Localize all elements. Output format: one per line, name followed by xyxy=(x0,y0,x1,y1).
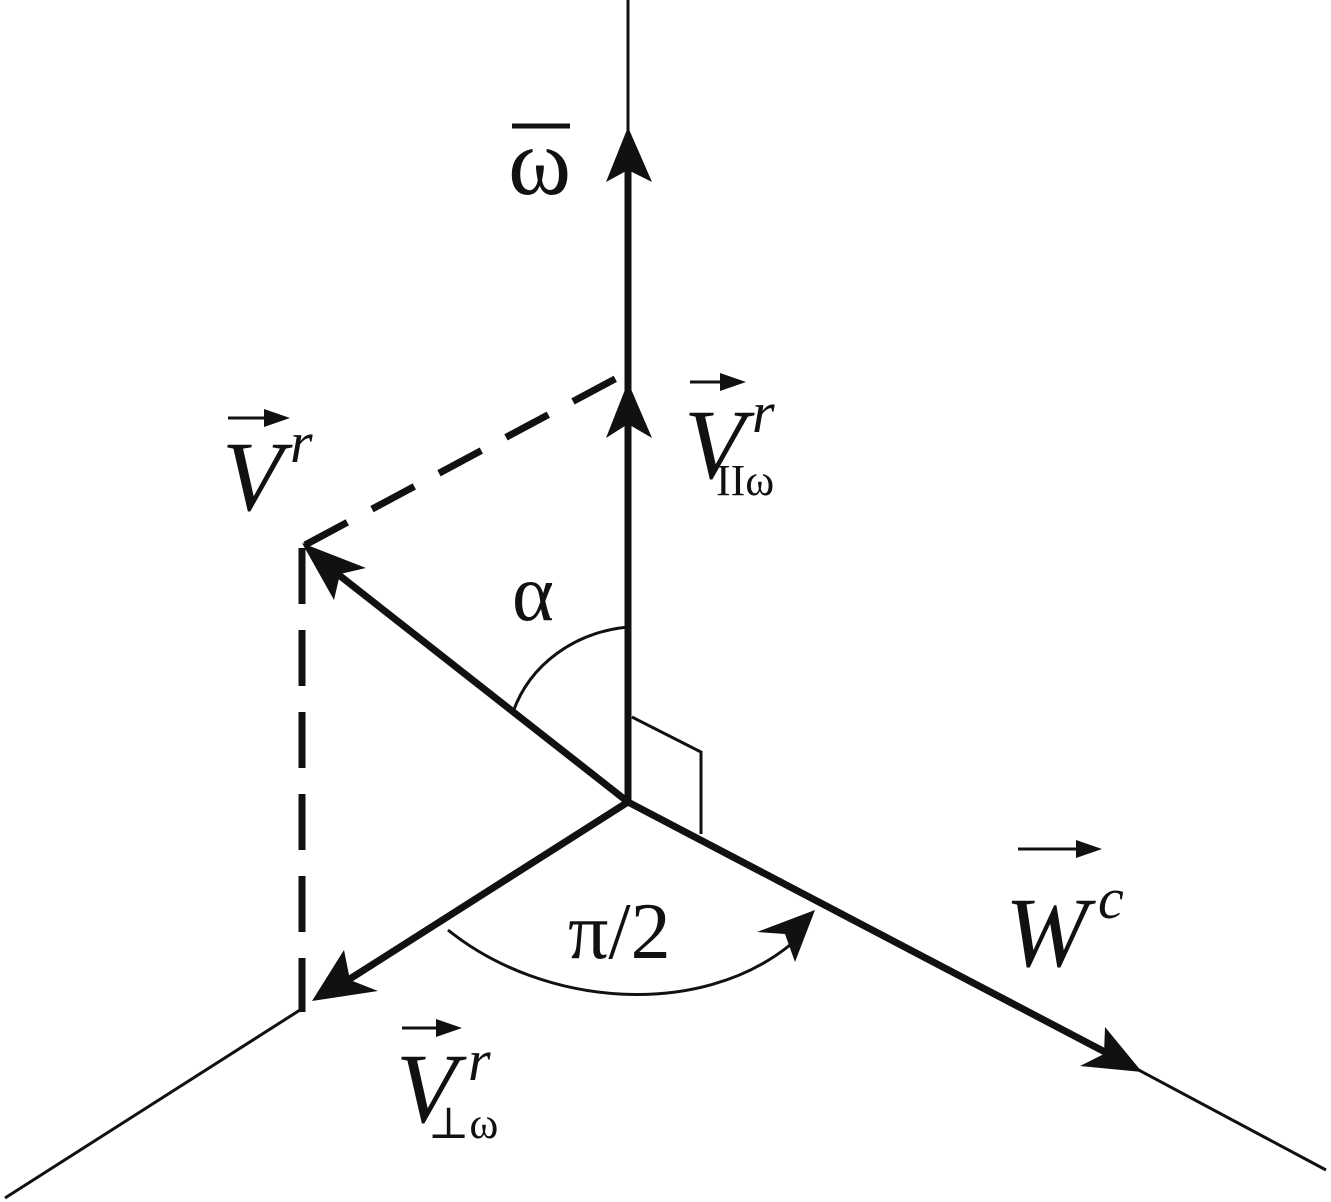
lower-right-axis xyxy=(1134,1066,1327,1172)
right-angle-marker xyxy=(631,715,703,834)
w-c-label: W xyxy=(1005,877,1096,988)
v-r-vector-shaft xyxy=(327,565,631,805)
v-par-arrowhead xyxy=(606,382,652,438)
w-c-overarrow-head xyxy=(1076,840,1102,858)
pi-over-2-arrowhead xyxy=(757,910,815,962)
w-c-sup: c xyxy=(1098,866,1124,931)
w-c-arrowhead xyxy=(1080,1027,1142,1072)
alpha-label: α xyxy=(512,550,554,638)
v-r-overarrow-head xyxy=(264,409,290,427)
v-perp-sup: r xyxy=(468,1028,491,1093)
v-par-sub: IIω xyxy=(716,456,774,505)
projection-dash-upper xyxy=(303,368,630,549)
pi-over-2-label: π/2 xyxy=(568,888,671,976)
v-r-sup: r xyxy=(290,410,313,475)
pi-over-2-arc xyxy=(447,928,791,996)
v-r-arrowhead xyxy=(302,543,366,600)
v-perp-overarrow-head xyxy=(436,1019,462,1037)
v-par-sup: r xyxy=(752,380,775,445)
v-perp-label: V xyxy=(396,1033,467,1144)
v-perp-arrowhead xyxy=(312,950,378,1001)
v-par-overarrow-head xyxy=(720,373,746,391)
omega-arrowhead xyxy=(606,127,652,182)
lower-left-axis xyxy=(4,1008,301,1200)
omega-label: ω xyxy=(508,108,571,215)
v-par-label: V xyxy=(684,389,755,500)
w-c-vector-shaft xyxy=(626,798,1107,1056)
alpha-arc xyxy=(511,625,629,713)
v-perp-sub: ⊥ω xyxy=(428,1099,498,1148)
v-r-label: V xyxy=(222,421,293,532)
v-perp-vector-shaft xyxy=(343,799,630,985)
